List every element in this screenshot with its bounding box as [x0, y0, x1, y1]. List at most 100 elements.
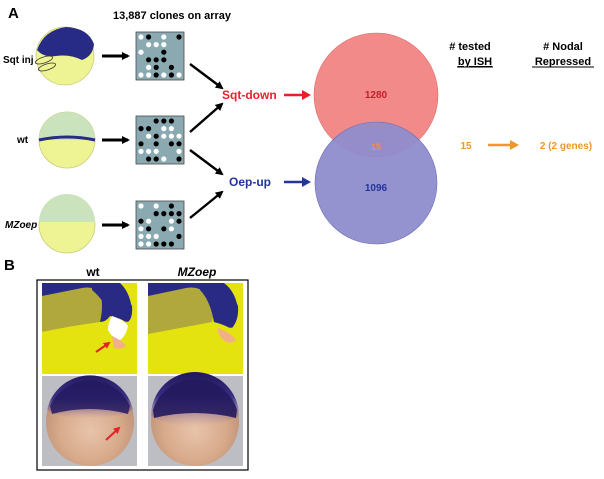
chip-background [135, 31, 185, 81]
chip-background [135, 200, 185, 250]
tested-value: 15 [460, 141, 472, 152]
chip-spot [176, 241, 182, 247]
chip-spot [161, 203, 167, 209]
col-label-mzoep: MZoep [178, 265, 217, 279]
chip-spot [161, 49, 167, 55]
chip-spot [168, 49, 174, 55]
chip-spot [161, 126, 167, 132]
chip-spot [153, 49, 159, 55]
chip-spot [168, 42, 174, 48]
chip-spot [161, 233, 167, 239]
chip-spot [138, 203, 144, 209]
mzoep-schematic [148, 283, 243, 374]
chip-spot [138, 118, 144, 124]
chip-spot [168, 156, 174, 162]
chip-spot [176, 226, 182, 232]
chip-spot [138, 49, 144, 55]
chip-spot [168, 241, 174, 247]
microarray-chip-1 [135, 31, 185, 81]
chip-spot [161, 148, 167, 154]
repressed-value: 2 (2 genes) [540, 141, 592, 152]
header-repressed-line2: Repressed [535, 56, 591, 68]
chip-spot [176, 57, 182, 63]
chip-spot [176, 49, 182, 55]
sqt-down-label: Sqt-down [222, 88, 277, 102]
chip-spot [146, 57, 152, 63]
chip-spot [146, 141, 152, 147]
chip-spot [138, 233, 144, 239]
chip-spot [168, 141, 174, 147]
chip-spot [168, 226, 174, 232]
chip-spot [138, 156, 144, 162]
chip-spot [138, 241, 144, 247]
header-tested-line2: by ISH [458, 56, 492, 68]
chip-spot [153, 218, 159, 224]
chip-spot [168, 133, 174, 139]
wt-photo-red-arrow [105, 426, 121, 441]
chip-spot [138, 141, 144, 147]
chip-spot [146, 118, 152, 124]
microarray-chip-3 [135, 200, 185, 250]
chip-spot [146, 218, 152, 224]
chip-spot [168, 72, 174, 78]
arrow-chip3-oepup [189, 190, 224, 219]
chip-spot [153, 72, 159, 78]
chip-spot [146, 211, 152, 217]
venn-diagram [313, 32, 439, 245]
chip-spot [146, 203, 152, 209]
chip-spot [138, 126, 144, 132]
chip-spot [161, 211, 167, 217]
clones-title: 13,887 clones on array [113, 10, 232, 22]
chip-spot [153, 203, 159, 209]
chip-spot [138, 211, 144, 217]
embryo-sqt-injected [34, 26, 95, 86]
oep-up-label: Oep-up [229, 175, 271, 189]
chip-spot [153, 148, 159, 154]
chip-spot [153, 42, 159, 48]
chip-spot [146, 34, 152, 40]
chip-spot [168, 203, 174, 209]
mzoep-embryo-photo [148, 372, 243, 466]
chip-spot [176, 126, 182, 132]
chip-spot [168, 148, 174, 154]
chip-spot [176, 218, 182, 224]
chip-spot [153, 156, 159, 162]
chip-spot [153, 64, 159, 70]
chip-spot [138, 72, 144, 78]
chip-spot [146, 233, 152, 239]
arrow-chip2-oepup [189, 149, 224, 176]
chip-spot [138, 218, 144, 224]
col-label-wt: wt [85, 265, 99, 279]
arrow-chip1-sqtdown [189, 63, 224, 90]
chip-spot [146, 64, 152, 70]
arrow-sqtdown-venn [284, 90, 311, 100]
chip-spot [153, 34, 159, 40]
chip-spot [153, 226, 159, 232]
chip-spot [168, 64, 174, 70]
header-tested-line1: # tested [449, 41, 491, 53]
venn-count-sqt-down: 1280 [365, 90, 388, 101]
arrow-chip2-sqtdown [189, 102, 224, 133]
chip-spot [161, 118, 167, 124]
panel-a-label: A [8, 5, 19, 22]
wt-embryo-photo [42, 375, 137, 466]
chip-spot [161, 218, 167, 224]
chip-spot [138, 42, 144, 48]
arrow-tested-repressed [488, 140, 519, 150]
chip-spot [168, 211, 174, 217]
microarray-chip-2 [135, 115, 185, 165]
chip-spot [176, 141, 182, 147]
embryo-wt [38, 111, 96, 169]
chip-background [135, 115, 185, 165]
chip-spot [138, 34, 144, 40]
label-wt-a: wt [16, 135, 29, 146]
chip-spot [146, 72, 152, 78]
chip-spot [176, 233, 182, 239]
embryo-mzoep [38, 194, 96, 254]
chip-spot [176, 133, 182, 139]
chip-spot [146, 49, 152, 55]
chip-spot [161, 226, 167, 232]
chip-spot [153, 233, 159, 239]
chip-spot [153, 118, 159, 124]
